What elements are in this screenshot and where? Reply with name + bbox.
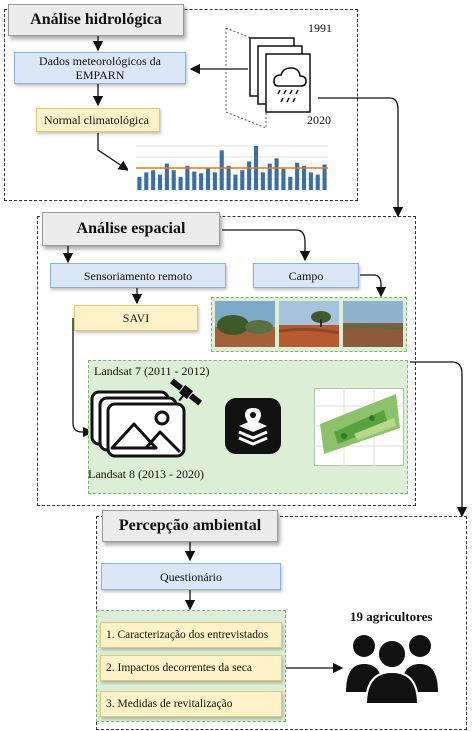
savi-box: SAVI [74,305,198,331]
rainfall-bar-chart [128,140,334,198]
chart-bar [205,168,211,190]
chart-bar [274,158,279,190]
chart-bar [171,170,176,190]
gis-app-icon [225,398,281,454]
field-photo-1 [215,301,275,347]
chart-bar [144,172,149,190]
chart-bar [178,176,183,190]
landsat7-label: Landsat 7 (2011 - 2012) [94,364,210,378]
chart-bar [157,174,163,190]
year-end-label: 2020 [307,113,331,127]
chart-bar [164,163,169,190]
farmers-group-icon [346,635,438,704]
satellite-images-stack-icon [90,390,186,458]
item-characterization: 1. Caracterização dos entrevistados [100,622,282,648]
chart-bar [260,172,265,190]
questionnaire-box: Questionário [101,563,281,590]
farmers-count-label: 19 agricultores [350,609,433,624]
year-start-label: 1991 [308,21,332,35]
field-photo-3 [343,301,403,347]
chart-bar [219,150,224,190]
satellite-icon [169,378,203,406]
item-drought-impacts: 2. Impactos decorrentes da seca [100,655,282,681]
chart-bar [233,174,238,190]
spatial-title: Análise espacial [42,212,220,246]
chart-bar [315,174,320,190]
chart-bar [301,165,307,190]
item-revitalization: 3. Medidas de revitalização [100,691,282,717]
chart-bar [151,170,156,190]
savi-map-thumbnail [314,388,404,466]
chart-bar [192,171,197,190]
chart-bar [267,163,272,190]
field-photo-2 [279,301,339,347]
hydrology-title: Análise hidrológica [8,4,184,36]
chart-bar [226,165,231,190]
chart-bar [322,164,327,190]
chart-bar [185,165,190,190]
chart-bar [247,161,252,190]
meteorological-data-box: Dados meteorológicos da EMPARN [14,52,186,84]
chart-bar [240,170,245,190]
spatial-section [37,216,416,506]
chart-bar [288,176,293,190]
perception-title: Percepção ambiental [102,510,278,542]
remote-sensing-box: Sensoriamento remoto [50,263,226,288]
chart-bar [308,172,313,190]
chart-bar [295,162,300,190]
chart-bar [212,172,217,190]
chart-bar [199,173,204,190]
field-box: Campo [253,263,359,288]
climate-normal-box: Normal climatológica [36,108,160,132]
landsat8-label: Landsat 8 (2013 - 2020) [88,467,204,481]
rainfall-documents-icon [225,28,311,129]
chart-bar [137,176,142,190]
chart-bar [281,168,286,190]
